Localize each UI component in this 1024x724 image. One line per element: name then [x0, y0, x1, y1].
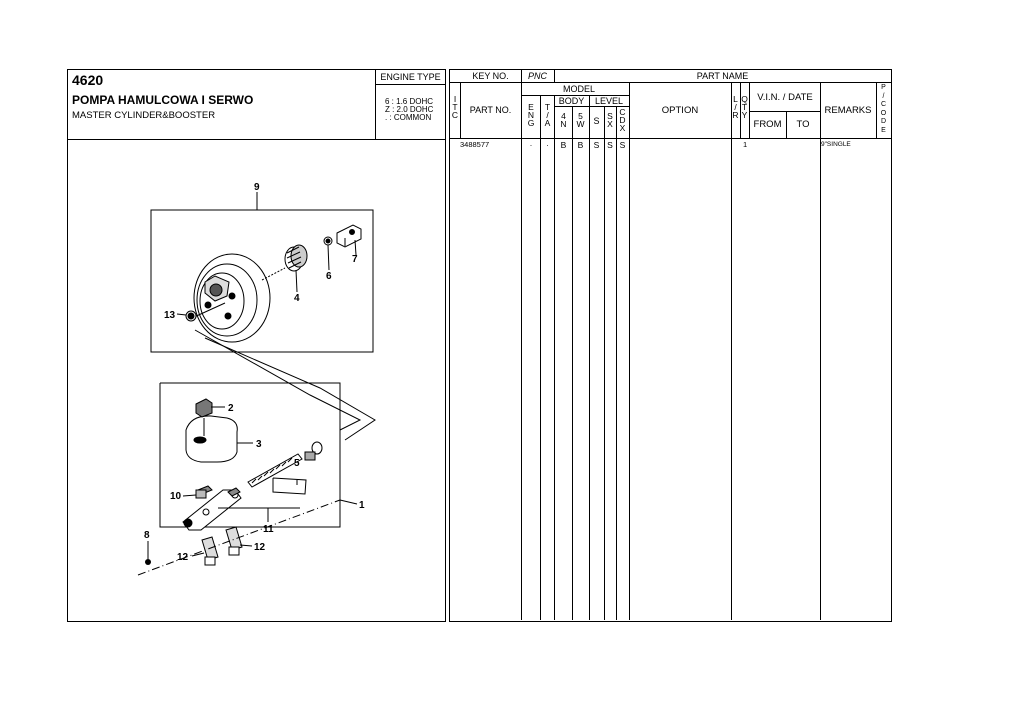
- master-cylinder-frame: [159, 382, 341, 528]
- engine-type-rule: [375, 84, 445, 85]
- engine-type-3: . : COMMON: [385, 113, 432, 122]
- left-header-box: [67, 69, 446, 140]
- header-part-no: PART NO.: [469, 105, 512, 115]
- header-part-name: PART NAME: [696, 71, 749, 81]
- callout-12-left: 12: [177, 552, 189, 563]
- title-english: MASTER CYLINDER&BOOSTER: [72, 110, 216, 121]
- booster-seal: [185, 310, 197, 322]
- callout-6: 6: [326, 271, 332, 282]
- col-line-body-level: [589, 95, 590, 620]
- brake-booster: [191, 253, 286, 343]
- header-level-s: S: [593, 116, 600, 126]
- cell-level-sx: S: [607, 140, 613, 150]
- callout-4: 4: [294, 293, 300, 304]
- header-remarks: REMARKS: [824, 105, 872, 116]
- rule-model: [521, 95, 629, 96]
- callout-3: 3: [256, 439, 262, 450]
- exploded-parts-diagram: 9 7 6 4 13 2 3 5 1 10 11 8 12 12: [137, 182, 376, 576]
- booster-nut: [323, 236, 333, 246]
- rule-vin: [749, 111, 821, 112]
- engine-type-divider: [375, 69, 376, 139]
- cylinder-piston-kit: [247, 441, 323, 488]
- callout-10: 10: [170, 491, 182, 502]
- booster-frame: [150, 209, 374, 353]
- cell-level-s: S: [593, 140, 600, 150]
- callout-8: 8: [144, 530, 150, 541]
- cell-level-cdx: S: [619, 140, 626, 150]
- col-line-pcode: [876, 82, 877, 138]
- callout-5: 5: [294, 458, 300, 469]
- header-level: LEVEL: [594, 96, 624, 106]
- cell-eng: .: [529, 139, 533, 148]
- title-polish: POMPA HAMULCOWA I SERWO: [72, 93, 254, 107]
- col-line-ta: [554, 95, 555, 620]
- brake-fitting-left: [201, 536, 219, 566]
- col-line-itc: [460, 82, 461, 138]
- cell-ta: .: [546, 139, 549, 148]
- col-line-option: [629, 82, 630, 620]
- rule-body-level: [554, 106, 629, 107]
- connector-lines: [194, 329, 376, 441]
- cell-remarks: 9"SINGLE: [821, 141, 851, 148]
- col-line-from-to: [786, 111, 787, 138]
- callout-1: 1: [359, 500, 365, 511]
- cell-body-4n: B: [560, 140, 567, 150]
- col-line-pnc-right: [554, 69, 555, 83]
- col-line-eng: [540, 95, 541, 620]
- col-line-remarks: [820, 82, 821, 620]
- header-ta: T/A: [544, 102, 551, 128]
- col-line-vin: [749, 82, 750, 138]
- callout-13: 13: [164, 310, 176, 321]
- cell-body-5w: B: [577, 140, 584, 150]
- booster-filter: [284, 244, 308, 272]
- callout-2: 2: [228, 403, 234, 414]
- header-key-no: KEY NO.: [472, 71, 509, 81]
- cell-part-no: 3488577: [460, 140, 490, 149]
- engine-type-1: 6 : 1.6 DOHC: [385, 97, 434, 106]
- header-pnc: PNC: [527, 71, 547, 81]
- col-line-sx: [616, 106, 617, 620]
- header-lr: L/R: [732, 94, 739, 120]
- col-line-partno: [521, 69, 522, 620]
- callout-7: 7: [352, 254, 358, 265]
- master-cylinder: [182, 398, 242, 531]
- header-model: MODEL: [562, 84, 595, 94]
- reservoir-grommet: [195, 489, 207, 499]
- header-vin-date: V.I.N. / DATE: [757, 92, 813, 103]
- col-line-4n: [572, 106, 573, 620]
- col-line-qty: [740, 82, 741, 138]
- header-option: OPTION: [661, 105, 699, 116]
- engine-type-2: Z : 2.0 DOHC: [385, 105, 434, 114]
- header-to: TO: [796, 119, 810, 130]
- illustration-frame: [67, 139, 446, 622]
- brake-fitting-right: [225, 526, 243, 556]
- callout-9: 9: [254, 182, 260, 193]
- callout-11: 11: [263, 524, 274, 535]
- col-line-s: [604, 106, 605, 620]
- header-from: FROM: [753, 119, 782, 130]
- rule-header-bottom: [449, 138, 891, 139]
- header-body: BODY: [558, 96, 585, 106]
- col-line-lr: [731, 82, 732, 620]
- booster-clevis: [336, 224, 362, 248]
- engine-type-label: ENGINE TYPE: [380, 72, 441, 82]
- page-code: 4620: [72, 72, 104, 88]
- rule-top-header: [449, 82, 891, 83]
- callout-12-right: 12: [254, 542, 266, 553]
- parts-table-frame: [449, 69, 892, 622]
- cell-qty: 1: [743, 140, 748, 149]
